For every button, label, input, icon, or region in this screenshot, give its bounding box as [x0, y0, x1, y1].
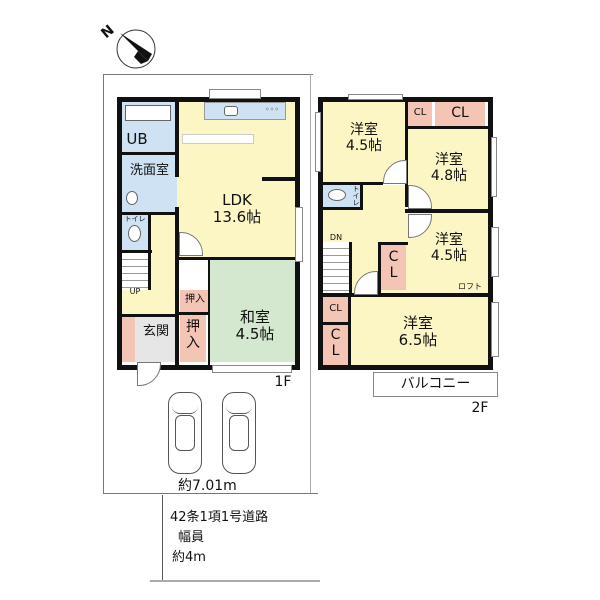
wall — [175, 207, 179, 370]
wall — [323, 322, 348, 325]
stairs-up-label: UP — [129, 287, 141, 296]
room-label-washitsu: 和室 4.5帖 — [235, 308, 275, 344]
wall — [405, 97, 408, 207]
road-type: 42条1項1号道路 — [170, 510, 269, 525]
closet-label-cl-bottom: C L — [330, 327, 341, 360]
wall — [360, 185, 363, 210]
bathtub — [125, 105, 171, 121]
wall — [323, 182, 383, 185]
window — [491, 137, 497, 197]
closet-cl-middle — [381, 245, 406, 290]
closet-cl-top — [435, 102, 485, 126]
wall — [405, 126, 490, 129]
room-label-toilet: トイレ — [124, 215, 146, 223]
wall — [323, 293, 493, 297]
compass: N — [98, 22, 160, 72]
room-label-toilet-2f: トイレ — [352, 185, 360, 206]
wall — [117, 97, 122, 370]
wall — [262, 177, 297, 181]
road-dimension-arrow — [162, 495, 163, 580]
balcony-label: バルコニー — [400, 376, 471, 392]
wall — [378, 242, 408, 245]
closet-cl-bottom — [323, 325, 348, 365]
wall — [122, 152, 175, 155]
window — [315, 112, 321, 172]
closet-label-cl-top: CL — [451, 105, 469, 121]
closet-oshiire-tall — [180, 315, 206, 362]
room-label-ub: UB — [126, 130, 148, 148]
compass-north-arrow-icon — [116, 29, 156, 69]
wall — [488, 97, 493, 370]
wall — [117, 97, 297, 102]
sink-icon — [224, 106, 238, 116]
closet-label-cl-middle: C L — [388, 249, 399, 282]
room-label-ldk: LDK 13.6帖 — [212, 191, 262, 227]
closet-label-oshiire-small: 押入 — [185, 294, 205, 305]
window — [209, 89, 261, 99]
room-label-washroom: 洗面室 — [129, 163, 169, 178]
room-label-genkan: 玄関 — [142, 324, 169, 339]
room-genkan — [135, 317, 177, 362]
closet-label-cl-small-top: CL — [413, 107, 427, 118]
site-boundary-left — [103, 74, 104, 494]
road-edge-bottom — [150, 580, 320, 582]
window — [295, 207, 303, 262]
room-label-yoshitsu-e: 洋室 4.5帖 — [430, 232, 468, 265]
toilet-icon — [128, 225, 141, 242]
stairs-down-label: DN — [329, 233, 343, 242]
window — [212, 365, 292, 373]
wall — [348, 297, 351, 365]
wall — [318, 365, 493, 370]
parking-car-2 — [222, 392, 256, 474]
wall — [117, 365, 300, 370]
room-label-yoshitsu-ne: 洋室 4.8帖 — [430, 152, 468, 185]
wall — [177, 312, 210, 315]
wall — [378, 242, 381, 295]
road-width-label: 幅員 — [178, 530, 205, 545]
loft-label: ロフト — [458, 282, 482, 291]
closet-label-cl-small-bottom: CL — [329, 303, 342, 314]
balcony — [373, 372, 498, 397]
wall — [122, 212, 175, 215]
closet-oshiire-small — [180, 290, 210, 312]
kitchen-island-counter — [182, 134, 254, 144]
wall — [148, 215, 151, 290]
closet-label-oshiire-tall: 押 入 — [186, 319, 200, 352]
site-boundary-right — [310, 74, 311, 494]
hall-lower — [122, 290, 177, 315]
shoe-closet — [122, 317, 135, 362]
parking-car-1 — [168, 392, 202, 474]
floor-1-label: 1F — [274, 374, 292, 390]
room-washitsu — [210, 260, 295, 362]
wall — [175, 97, 179, 177]
wall — [323, 207, 363, 210]
wall — [318, 97, 323, 370]
room-label-yoshitsu-nw: 洋室 4.5帖 — [345, 122, 383, 155]
washbasin-icon — [126, 191, 138, 205]
floor-2-label: 2F — [471, 400, 489, 416]
closet-cl-small-bottom — [323, 297, 348, 322]
floor-1: ◦◦◦ LDK 13.6帖 UB 洗面室 トイレ UP 玄関 押入 押 入 和室… — [117, 89, 303, 386]
wall — [208, 260, 210, 365]
stairs-down[interactable] — [323, 242, 349, 295]
window — [491, 227, 499, 277]
wall — [177, 257, 297, 260]
wall — [122, 314, 177, 317]
wall — [122, 250, 152, 253]
wall — [405, 209, 490, 213]
entrance-door[interactable] — [137, 362, 161, 386]
room-yoshitsu-s — [351, 297, 488, 365]
road-edge-top — [103, 493, 318, 494]
toilet-icon-2f — [328, 189, 346, 201]
room-label-yoshitsu-s: 洋室 6.5帖 — [398, 314, 438, 350]
floor-2: 洋室 4.5帖 CL CL 洋室 4.8帖 トイレ DN C L 洋室 4.5帖… — [315, 94, 503, 372]
wall — [349, 242, 352, 297]
window — [348, 94, 403, 100]
closet-cl-small-top — [408, 102, 432, 126]
road-width: 約4m — [172, 550, 206, 565]
frontage-dimension: 約7.01m — [178, 478, 237, 494]
stove-icon: ◦◦◦ — [264, 105, 280, 114]
window — [491, 302, 499, 357]
stairs-up[interactable] — [122, 253, 148, 290]
